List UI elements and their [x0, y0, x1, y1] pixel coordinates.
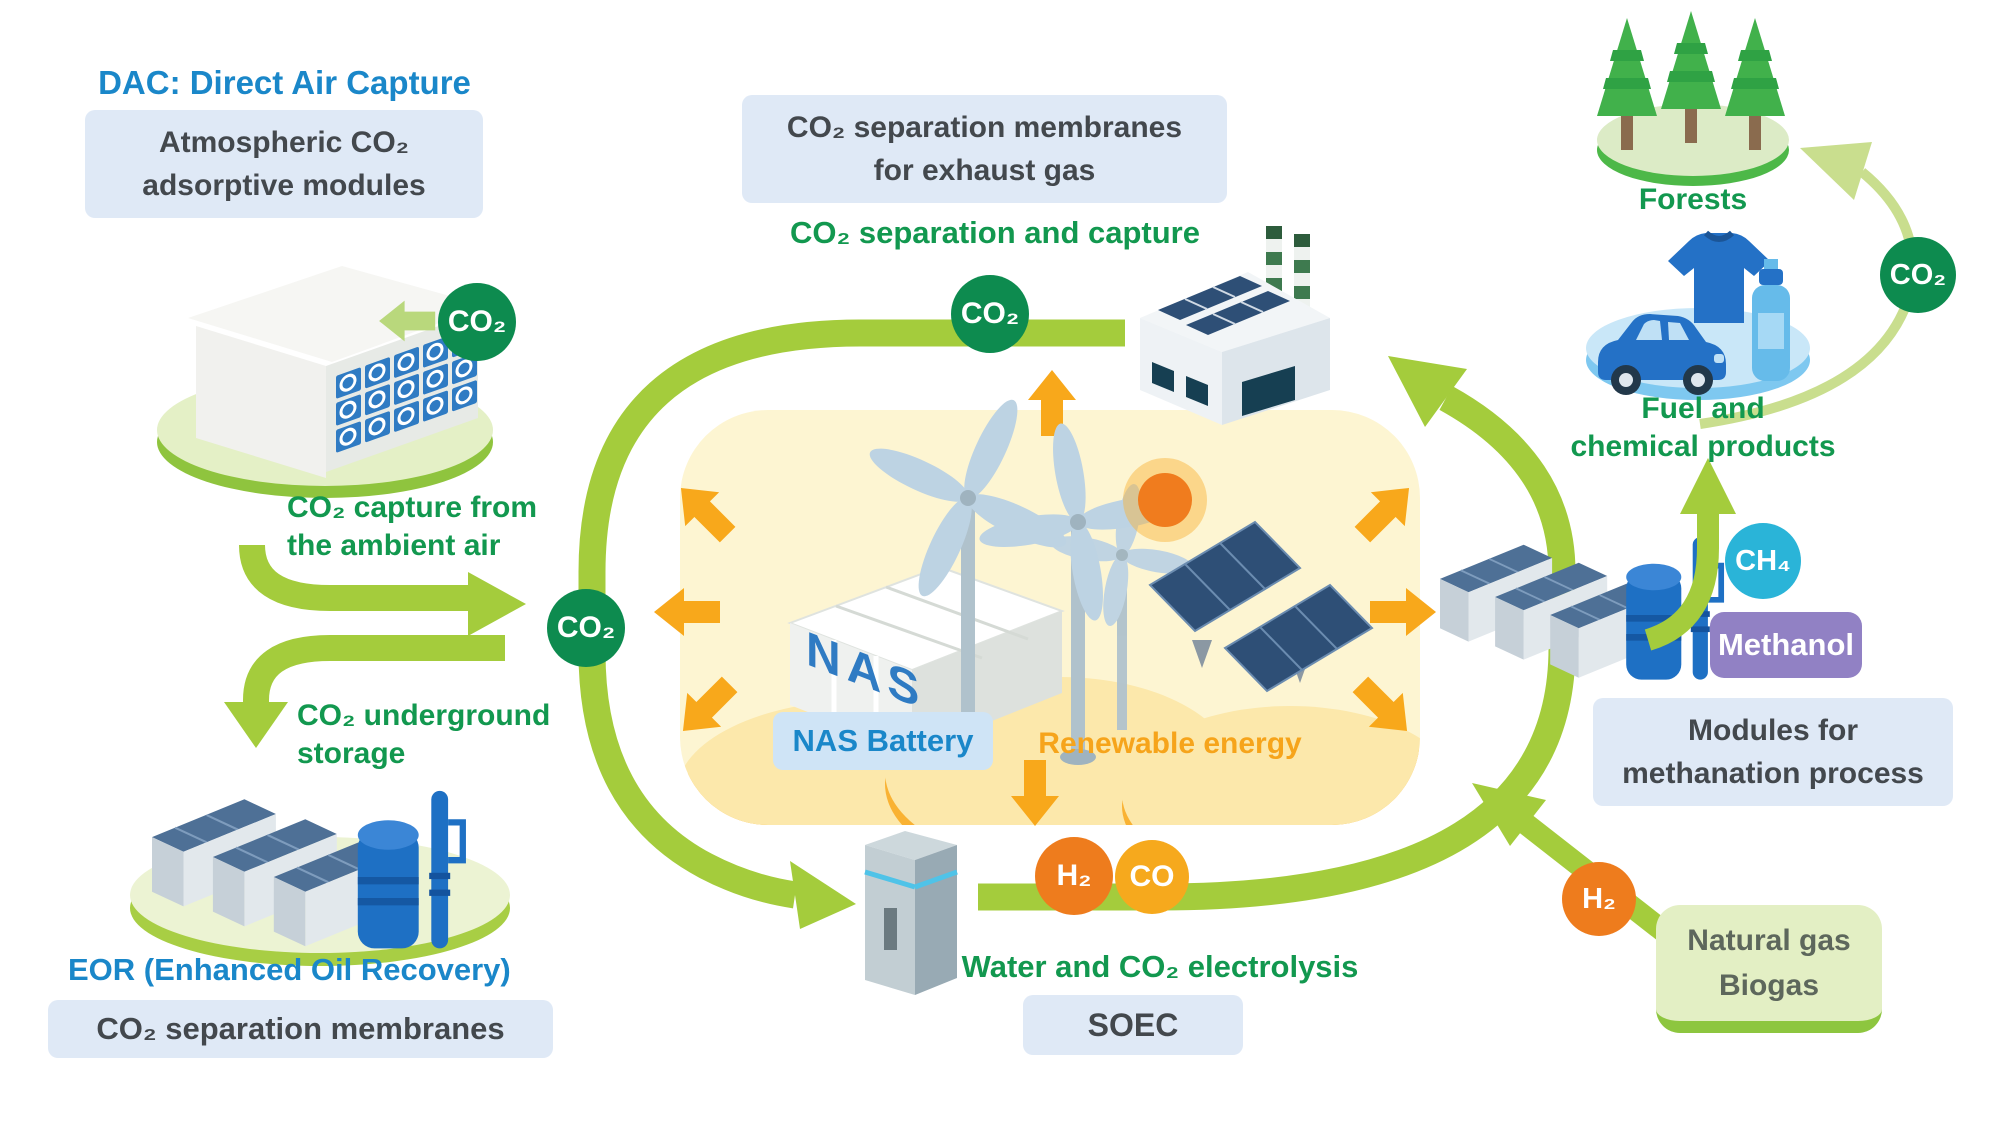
tshirt-icon — [1668, 230, 1770, 323]
h2-badge-soec: H₂ — [1035, 837, 1113, 915]
methanation-line1: Modules for — [1688, 713, 1858, 747]
methane-to-products-arrow — [1644, 458, 1736, 651]
tree-icon — [1725, 18, 1785, 150]
renewable-energy-label: Renewable energy — [1038, 727, 1302, 760]
eor-label: EOR (Enhanced Oil Recovery) — [68, 952, 511, 987]
co2-badge-dac: CO₂ — [438, 283, 516, 361]
fuel-products-label: Fuel and chemical products — [1570, 392, 1836, 463]
ring-arrowhead-to-factory — [1388, 356, 1467, 427]
methanation-line2: methanation process — [1622, 757, 1924, 790]
methanation-modules-box: Modules for methanation process — [1593, 698, 1953, 806]
soec-electrolyzer-illustration — [864, 831, 958, 995]
ch4-badge: CH₄ — [1725, 523, 1801, 599]
dac-title: DAC: Direct Air Capture — [98, 64, 471, 101]
co2-cycle-ring — [578, 319, 1576, 911]
sun-icon — [1123, 458, 1207, 542]
underground-storage-label: CO₂ underground storage — [297, 699, 551, 770]
natural-gas-line1: Natural gas — [1687, 924, 1851, 957]
exhaust-line2: for exhaust gas — [873, 154, 1096, 187]
co2-badge-forests: CO₂ — [1880, 237, 1956, 313]
solar-panels-illustration — [1148, 520, 1374, 693]
dac-building-illustration — [157, 266, 493, 498]
atmospheric-modules-line2: adsorptive modules — [142, 169, 426, 202]
co2-badge-ring-top: CO₂ — [951, 275, 1029, 353]
methanol-box: Methanol — [1710, 612, 1862, 678]
atmospheric-modules-line1: Atmospheric CO₂ — [158, 125, 410, 159]
fuel-chemical-products-illustration — [1586, 230, 1810, 400]
nas-battery-box: NAS Battery — [773, 712, 993, 770]
forests-illustration — [1597, 11, 1789, 186]
factory-illustration — [1140, 226, 1330, 425]
capture-arrows — [224, 544, 526, 748]
forests-label: Forests — [1638, 183, 1748, 216]
natural-gas-line2: Biogas — [1718, 969, 1820, 1002]
factory-chimneys — [1266, 226, 1310, 312]
soec-box: SOEC — [1023, 995, 1243, 1055]
electrolysis-label: Water and CO₂ electrolysis — [961, 949, 1359, 984]
co-badge-soec: CO — [1115, 840, 1189, 914]
products-to-forests-arrow — [1699, 142, 1918, 429]
tree-icon — [1661, 11, 1721, 143]
exhaust-line1: CO₂ separation membranes — [786, 110, 1183, 144]
natural-gas-biogas-box: Natural gas Biogas — [1656, 905, 1882, 1033]
exhaust-gas-membranes-box: CO₂ separation membranes for exhaust gas — [742, 95, 1227, 203]
capture-ambient-label: CO₂ capture from the ambient air — [287, 491, 538, 562]
separation-capture-label: CO₂ separation and capture — [790, 215, 1200, 250]
h2-badge-natural-gas: H₂ — [1562, 862, 1636, 936]
eor-illustration — [130, 791, 510, 966]
car-icon — [1598, 314, 1726, 395]
co2-badge-ring-left: CO₂ — [547, 589, 625, 667]
bottle-icon — [1752, 259, 1790, 381]
tree-icon — [1597, 18, 1657, 150]
separation-membranes-box: CO₂ separation membranes — [48, 1000, 553, 1058]
ring-arrowhead-to-soec — [790, 861, 856, 929]
atmospheric-modules-box: Atmospheric CO₂ adsorptive modules — [85, 110, 483, 218]
